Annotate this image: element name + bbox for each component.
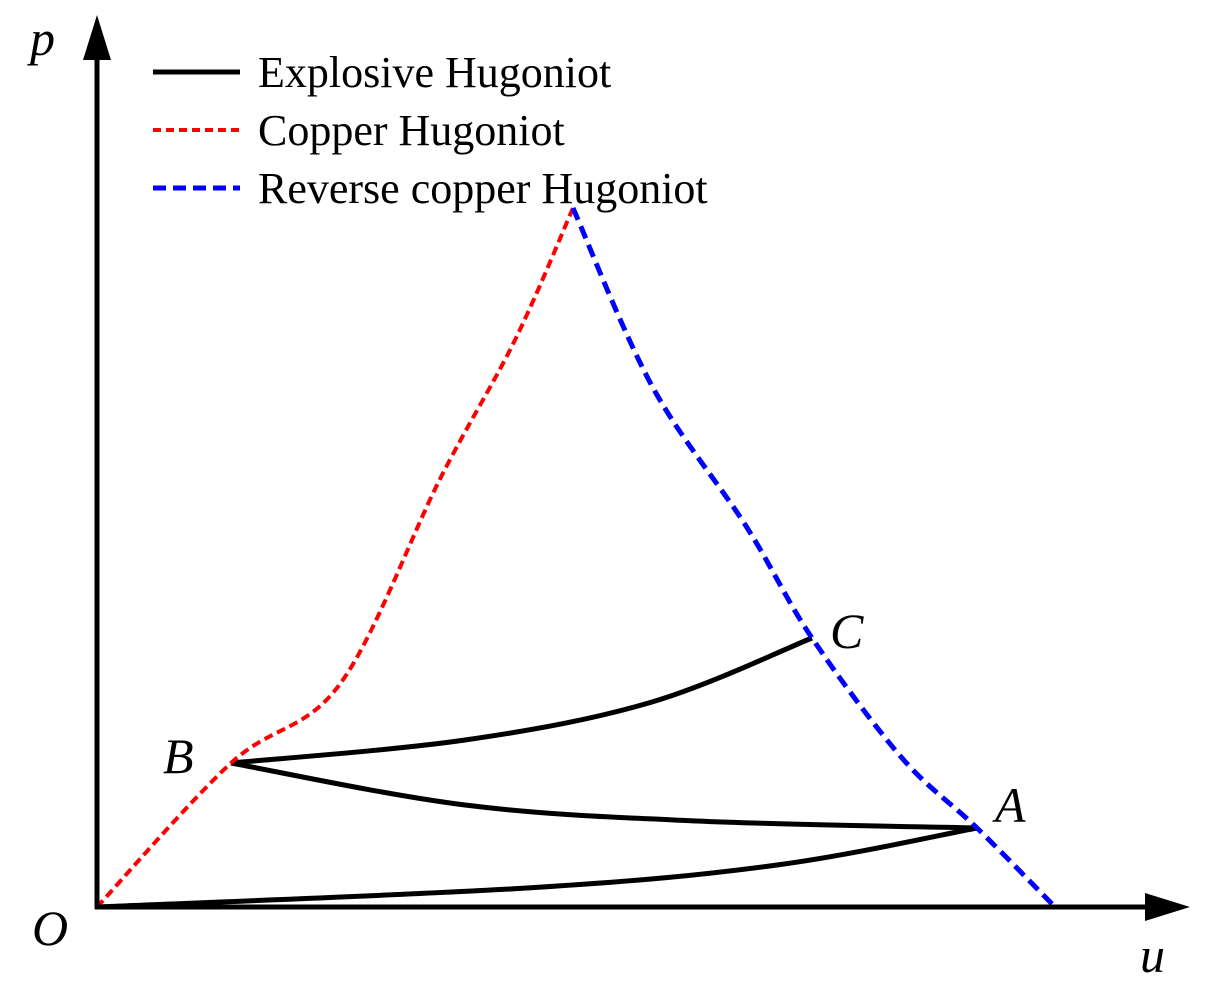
origin-label: O (32, 900, 68, 956)
explosive-hugoniot-curve-2 (230, 635, 813, 766)
point-label-b: B (163, 728, 194, 784)
x-axis-arrowhead (1145, 893, 1190, 921)
point-label-c: C (830, 603, 864, 659)
y-axis-arrowhead (83, 15, 111, 60)
legend-label-copper: Copper Hugoniot (258, 106, 565, 155)
copper-hugoniot-curve-0 (95, 207, 575, 909)
y-axis-label: p (27, 10, 55, 66)
legend-label-reverse: Reverse copper Hugoniot (258, 164, 708, 213)
explosive-hugoniot-curve-0 (96, 825, 978, 910)
explosive-hugoniot-curve-1 (230, 760, 978, 831)
reverse-copper-hugoniot-curve-0 (570, 206, 1057, 909)
curves (95, 206, 1057, 910)
point-labels: A B C (163, 603, 1026, 833)
legend-label-explosive: Explosive Hugoniot (258, 48, 611, 97)
axes (83, 15, 1190, 921)
point-label-a: A (992, 777, 1026, 833)
x-axis-label: u (1140, 927, 1165, 983)
legend: Explosive Hugoniot Copper Hugoniot Rever… (153, 48, 708, 213)
